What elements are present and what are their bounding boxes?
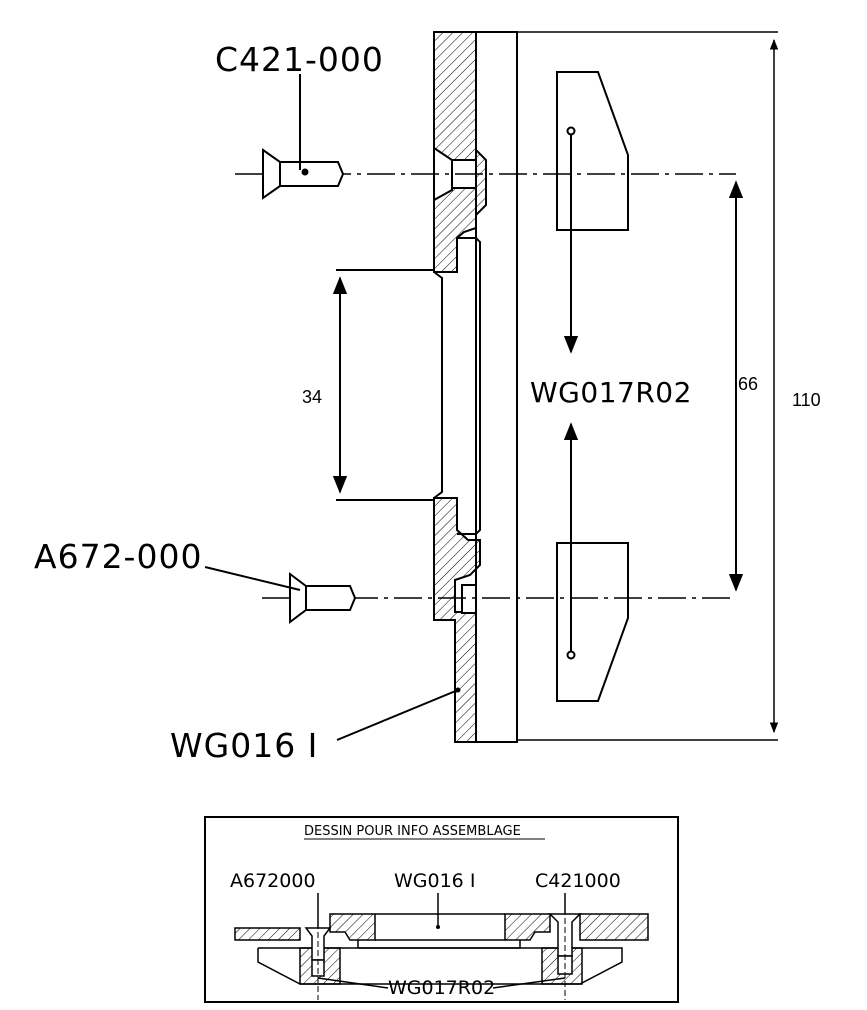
upper-countersink: [433, 146, 453, 202]
upper-clamp-jaw: [556, 71, 629, 231]
label-a672: A672-000: [34, 537, 202, 576]
label-wg017: WG017R02: [530, 376, 692, 409]
lower-bore: [461, 584, 477, 614]
dimension-34: [332, 269, 434, 501]
inset-label-wg016: WG016 I: [394, 870, 475, 892]
dimension-66-text: 66: [738, 374, 758, 394]
plate-section: [433, 31, 518, 743]
lower-clamp-jaw: [556, 542, 629, 702]
screw-a672: [289, 572, 357, 624]
plate-body: [475, 31, 518, 743]
label-c421: C421-000: [215, 40, 384, 79]
assembly-info-inset: DESSIN POUR INFO ASSEMBLAGE A672000 WG01…: [204, 816, 679, 1003]
inset-label-wg017: WG017R02: [388, 977, 495, 999]
inset-label-a672: A672000: [230, 870, 316, 892]
leaders: [204, 74, 459, 741]
inset-title: DESSIN POUR INFO ASSEMBLAGE: [304, 824, 521, 839]
screw-c421: [262, 148, 345, 200]
inset-section-drawing: [234, 893, 649, 1000]
inset-label-c421: C421000: [535, 870, 621, 892]
dimension-110: [517, 31, 779, 741]
dimension-34-text: 34: [302, 387, 322, 407]
dimension-110-text: 110: [792, 390, 821, 410]
label-wg016: WG016 I: [170, 726, 318, 765]
